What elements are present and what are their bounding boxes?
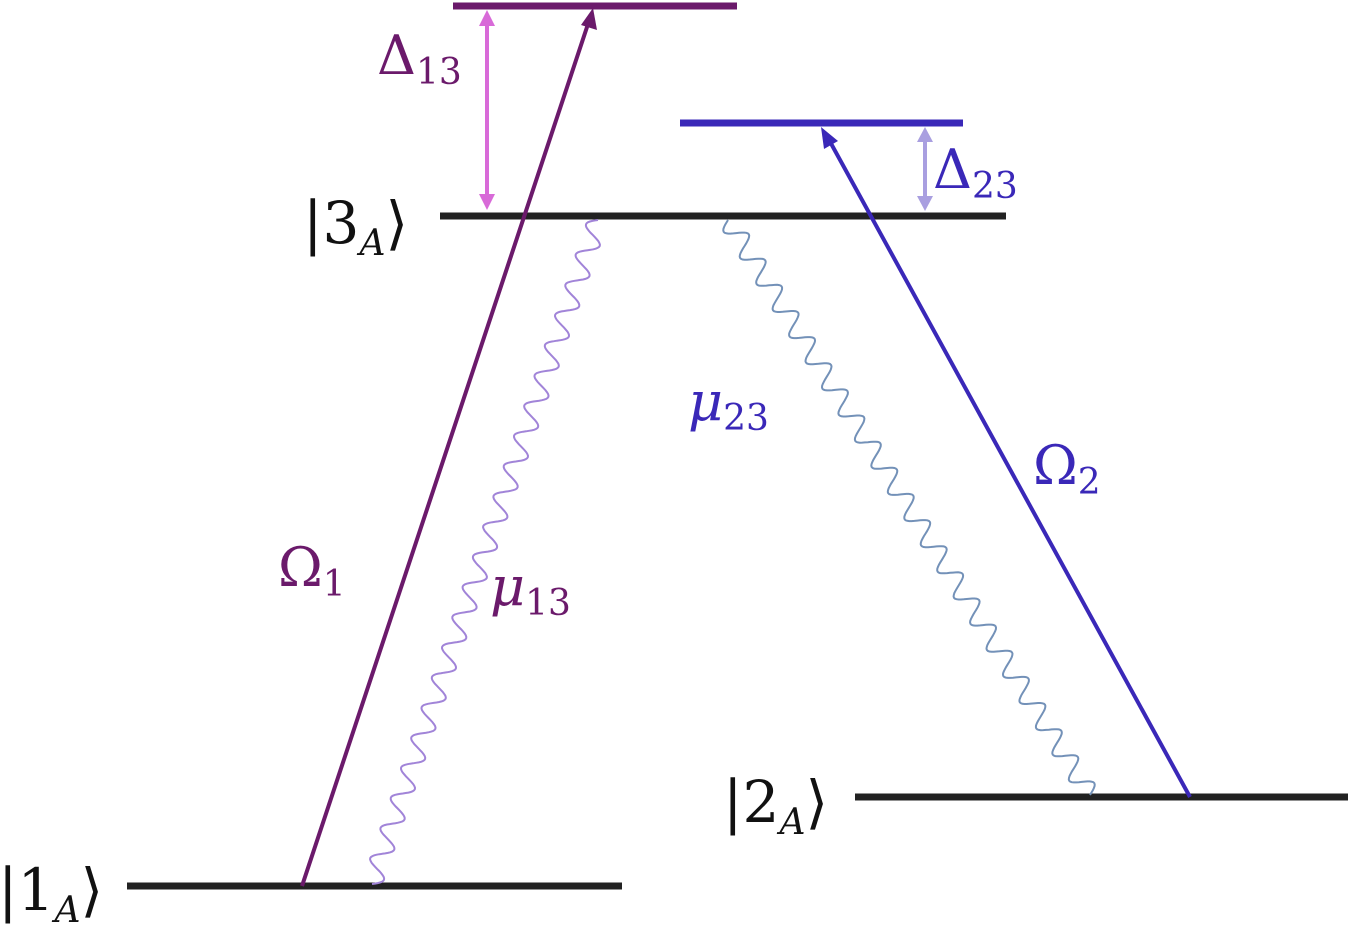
mu13-label: μ13: [490, 555, 571, 624]
mu23-label: μ23: [688, 370, 769, 439]
omega1-arrowhead: [581, 8, 597, 30]
omega2-arrowhead: [821, 127, 838, 149]
mu23-wave: [722, 219, 1096, 796]
mu13-wave: [369, 219, 601, 885]
omega2-arrow: [826, 137, 1192, 798]
omega1-arrow: [300, 17, 592, 887]
delta13-arrow: [479, 10, 495, 210]
omega2-label: Ω2: [1033, 434, 1101, 503]
omega1-label: Ω1: [278, 536, 346, 605]
state-2A-label: |2A⟩: [723, 768, 828, 843]
state-3A-label: |3A⟩: [303, 189, 408, 264]
state-1A-label: |1A⟩: [0, 856, 103, 925]
delta23-label: Δ23: [933, 138, 1018, 207]
delta13-label: Δ13: [377, 24, 462, 93]
delta23-arrow: [917, 127, 933, 211]
